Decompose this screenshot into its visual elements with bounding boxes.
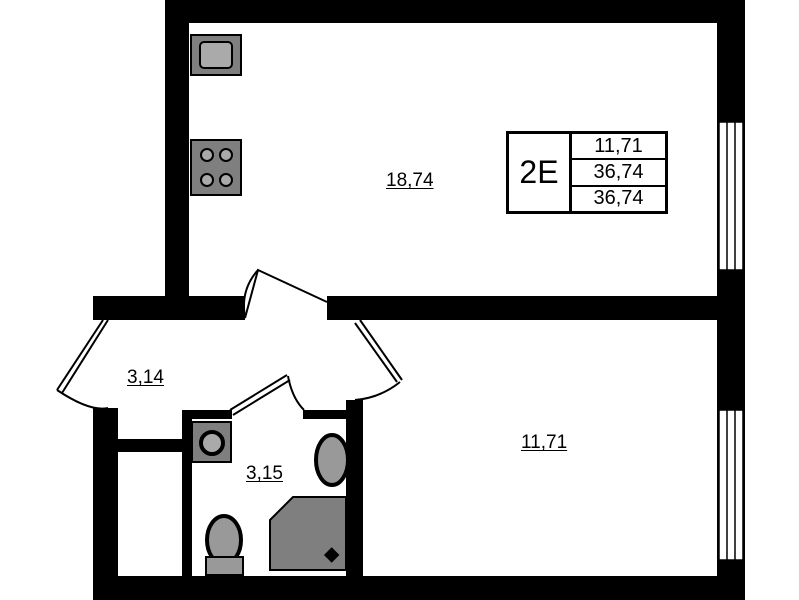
living-area: 11,71 (572, 134, 665, 161)
doors (56, 268, 403, 416)
shower-tray-icon (269, 496, 347, 571)
fixtures (190, 34, 350, 576)
windows (718, 121, 744, 561)
room-area-kitchen-living: 18,74 (386, 170, 434, 191)
apartment-legend: 2E 11,71 36,74 36,74 (506, 131, 668, 214)
room-area-hallway: 3,14 (127, 367, 164, 388)
room-area-bedroom: 11,71 (521, 432, 568, 453)
total-area: 36,74 (572, 160, 665, 187)
room-area-bathroom: 3,15 (246, 463, 283, 484)
total-area-with-balcony: 36,74 (593, 187, 644, 210)
apartment-code: 2E (509, 134, 572, 211)
bidet-icon (314, 433, 350, 487)
walls (93, 0, 745, 600)
stove-icon (190, 139, 242, 196)
